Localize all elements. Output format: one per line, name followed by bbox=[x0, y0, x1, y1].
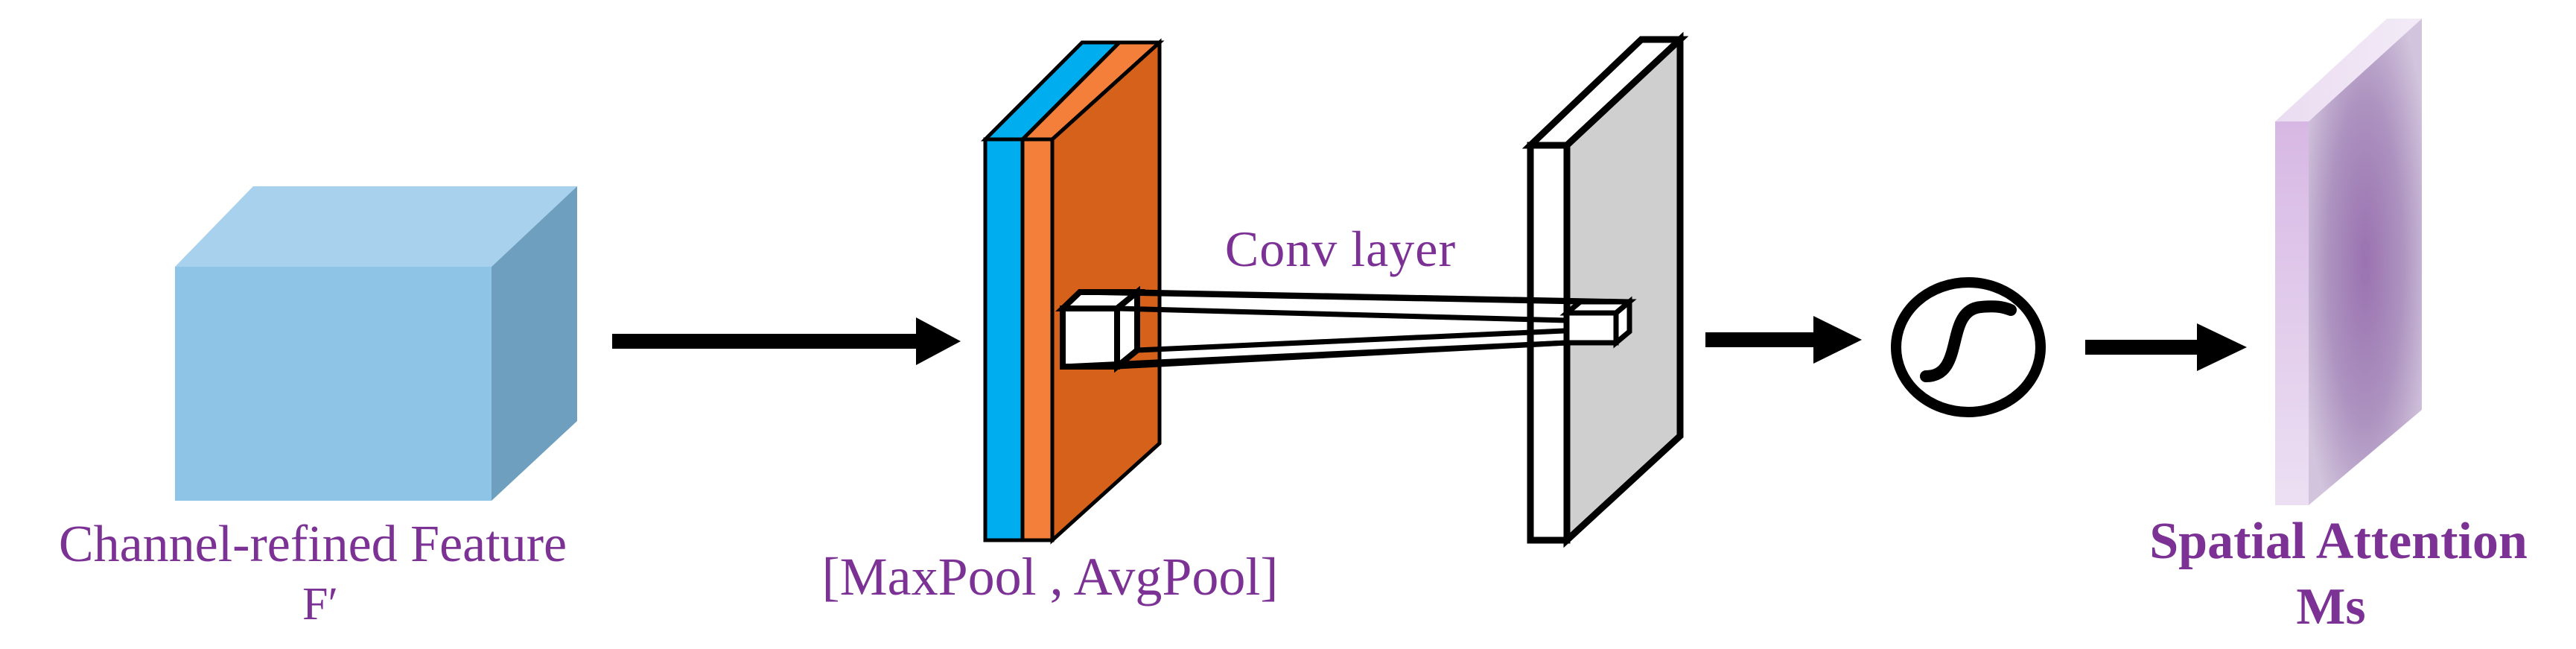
input-feature-title: Channel-refined Feature bbox=[58, 516, 567, 573]
attention-side-face bbox=[2309, 19, 2422, 505]
spatial-attention-map bbox=[2275, 19, 2422, 505]
cube-top-face bbox=[175, 186, 577, 267]
spatial-attention-symbol: Ms bbox=[2296, 578, 2366, 636]
maxpool-front-face bbox=[983, 137, 1025, 542]
cube-side-face bbox=[492, 186, 577, 501]
conv-output-map bbox=[1521, 31, 1689, 548]
input-feature-cube bbox=[175, 186, 577, 501]
avgpool-front-face bbox=[1020, 137, 1055, 542]
conv-layer-label: Conv layer bbox=[1224, 221, 1457, 277]
sigmoid-icon bbox=[1891, 277, 2046, 417]
arrow-to-attention bbox=[2085, 323, 2247, 371]
attention-front-face bbox=[2275, 121, 2309, 505]
conv-kernel-cube bbox=[1055, 285, 1146, 373]
input-feature-symbol: F′ bbox=[302, 579, 339, 630]
arrow-to-sigmoid bbox=[1705, 316, 1862, 364]
conv-output-cell bbox=[1559, 296, 1637, 349]
attention-top-face bbox=[2275, 19, 2422, 121]
spatial-attention-title: Spatial Attention bbox=[2149, 513, 2528, 570]
pooling-label: [MaxPool , AvgPool] bbox=[821, 547, 1279, 607]
pooled-feature-maps bbox=[980, 38, 1165, 545]
arrow-to-pooling bbox=[612, 317, 961, 365]
conv-projection-lines bbox=[1062, 289, 1630, 370]
cube-front-face bbox=[175, 267, 492, 501]
